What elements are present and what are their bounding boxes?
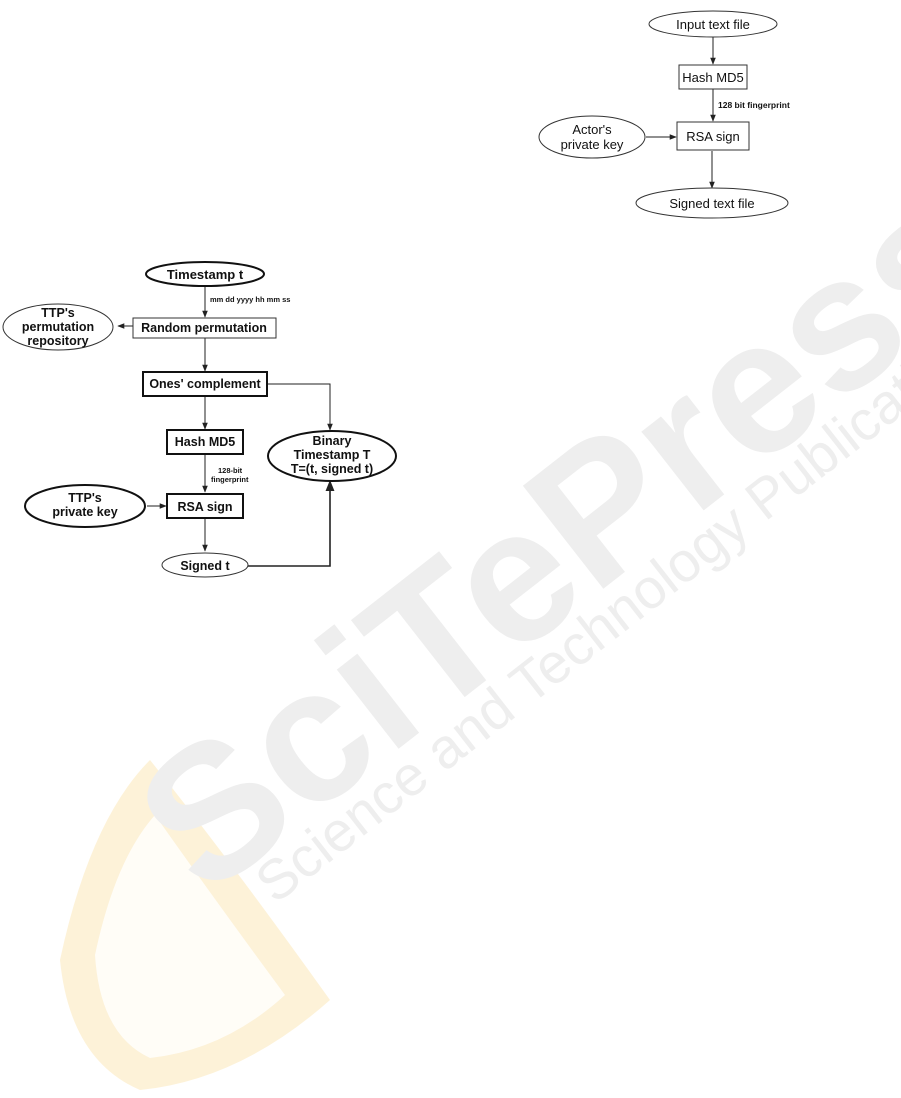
svg-text:TTP's: TTP's	[41, 306, 75, 320]
svg-text:private key: private key	[52, 505, 117, 519]
svg-text:private key: private key	[561, 137, 624, 152]
node-binary-timestamp: Binary Timestamp T T=(t, signed t)	[267, 430, 397, 482]
label-fingerprint: fingerprint	[211, 475, 249, 484]
signing-diagram: Input text file Hash MD5 128 bit fingerp…	[538, 10, 790, 219]
edge-signedt-to-binary	[248, 479, 335, 567]
node-timestamp-t: Timestamp t	[145, 261, 265, 287]
timestamp-diagram: Timestamp t mm dd yyyy hh mm ss TTP's pe…	[2, 261, 397, 578]
svg-text:repository: repository	[27, 334, 88, 348]
node-hash-md5: Hash MD5	[166, 429, 244, 455]
node-rsa-sign: RSA sign	[166, 493, 244, 519]
svg-text:Binary: Binary	[313, 434, 352, 448]
svg-text:Hash MD5: Hash MD5	[682, 70, 743, 85]
node-hash-md5: Hash MD5	[678, 64, 748, 90]
label-date-format: mm dd yyyy hh mm ss	[210, 295, 290, 304]
label-128-bit: 128-bit	[218, 466, 243, 475]
label-128-bit-fingerprint: 128 bit fingerprint	[718, 100, 790, 110]
node-ones-complement: Ones' complement	[142, 371, 268, 397]
svg-text:Input text file: Input text file	[676, 17, 750, 32]
node-ttp-permutation-repository: TTP's permutation repository	[2, 303, 114, 351]
svg-text:Actor's: Actor's	[572, 122, 612, 137]
svg-text:Signed text file: Signed text file	[669, 196, 754, 211]
svg-text:TTP's: TTP's	[68, 491, 102, 505]
edge-ones-to-binary	[267, 383, 333, 431]
svg-text:Ones' complement: Ones' complement	[149, 377, 261, 391]
node-random-permutation: Random permutation	[132, 317, 277, 339]
node-input-text-file: Input text file	[648, 10, 778, 38]
watermark-logo-inner	[95, 815, 285, 1058]
svg-text:RSA sign: RSA sign	[177, 500, 232, 514]
node-signed-t: Signed t	[161, 552, 249, 578]
node-actors-private-key: Actor's private key	[538, 115, 646, 159]
svg-text:Signed t: Signed t	[180, 559, 230, 573]
svg-text:T=(t, signed t): T=(t, signed t)	[291, 462, 373, 476]
svg-text:Timestamp T: Timestamp T	[294, 448, 371, 462]
svg-text:Hash MD5: Hash MD5	[175, 435, 235, 449]
svg-text:RSA sign: RSA sign	[686, 129, 739, 144]
svg-text:Random permutation: Random permutation	[141, 321, 267, 335]
svg-text:permutation: permutation	[22, 320, 94, 334]
node-ttp-private-key: TTP's private key	[24, 484, 146, 528]
svg-text:Timestamp t: Timestamp t	[167, 267, 244, 282]
node-signed-text-file: Signed text file	[635, 187, 789, 219]
node-rsa-sign: RSA sign	[676, 121, 750, 151]
